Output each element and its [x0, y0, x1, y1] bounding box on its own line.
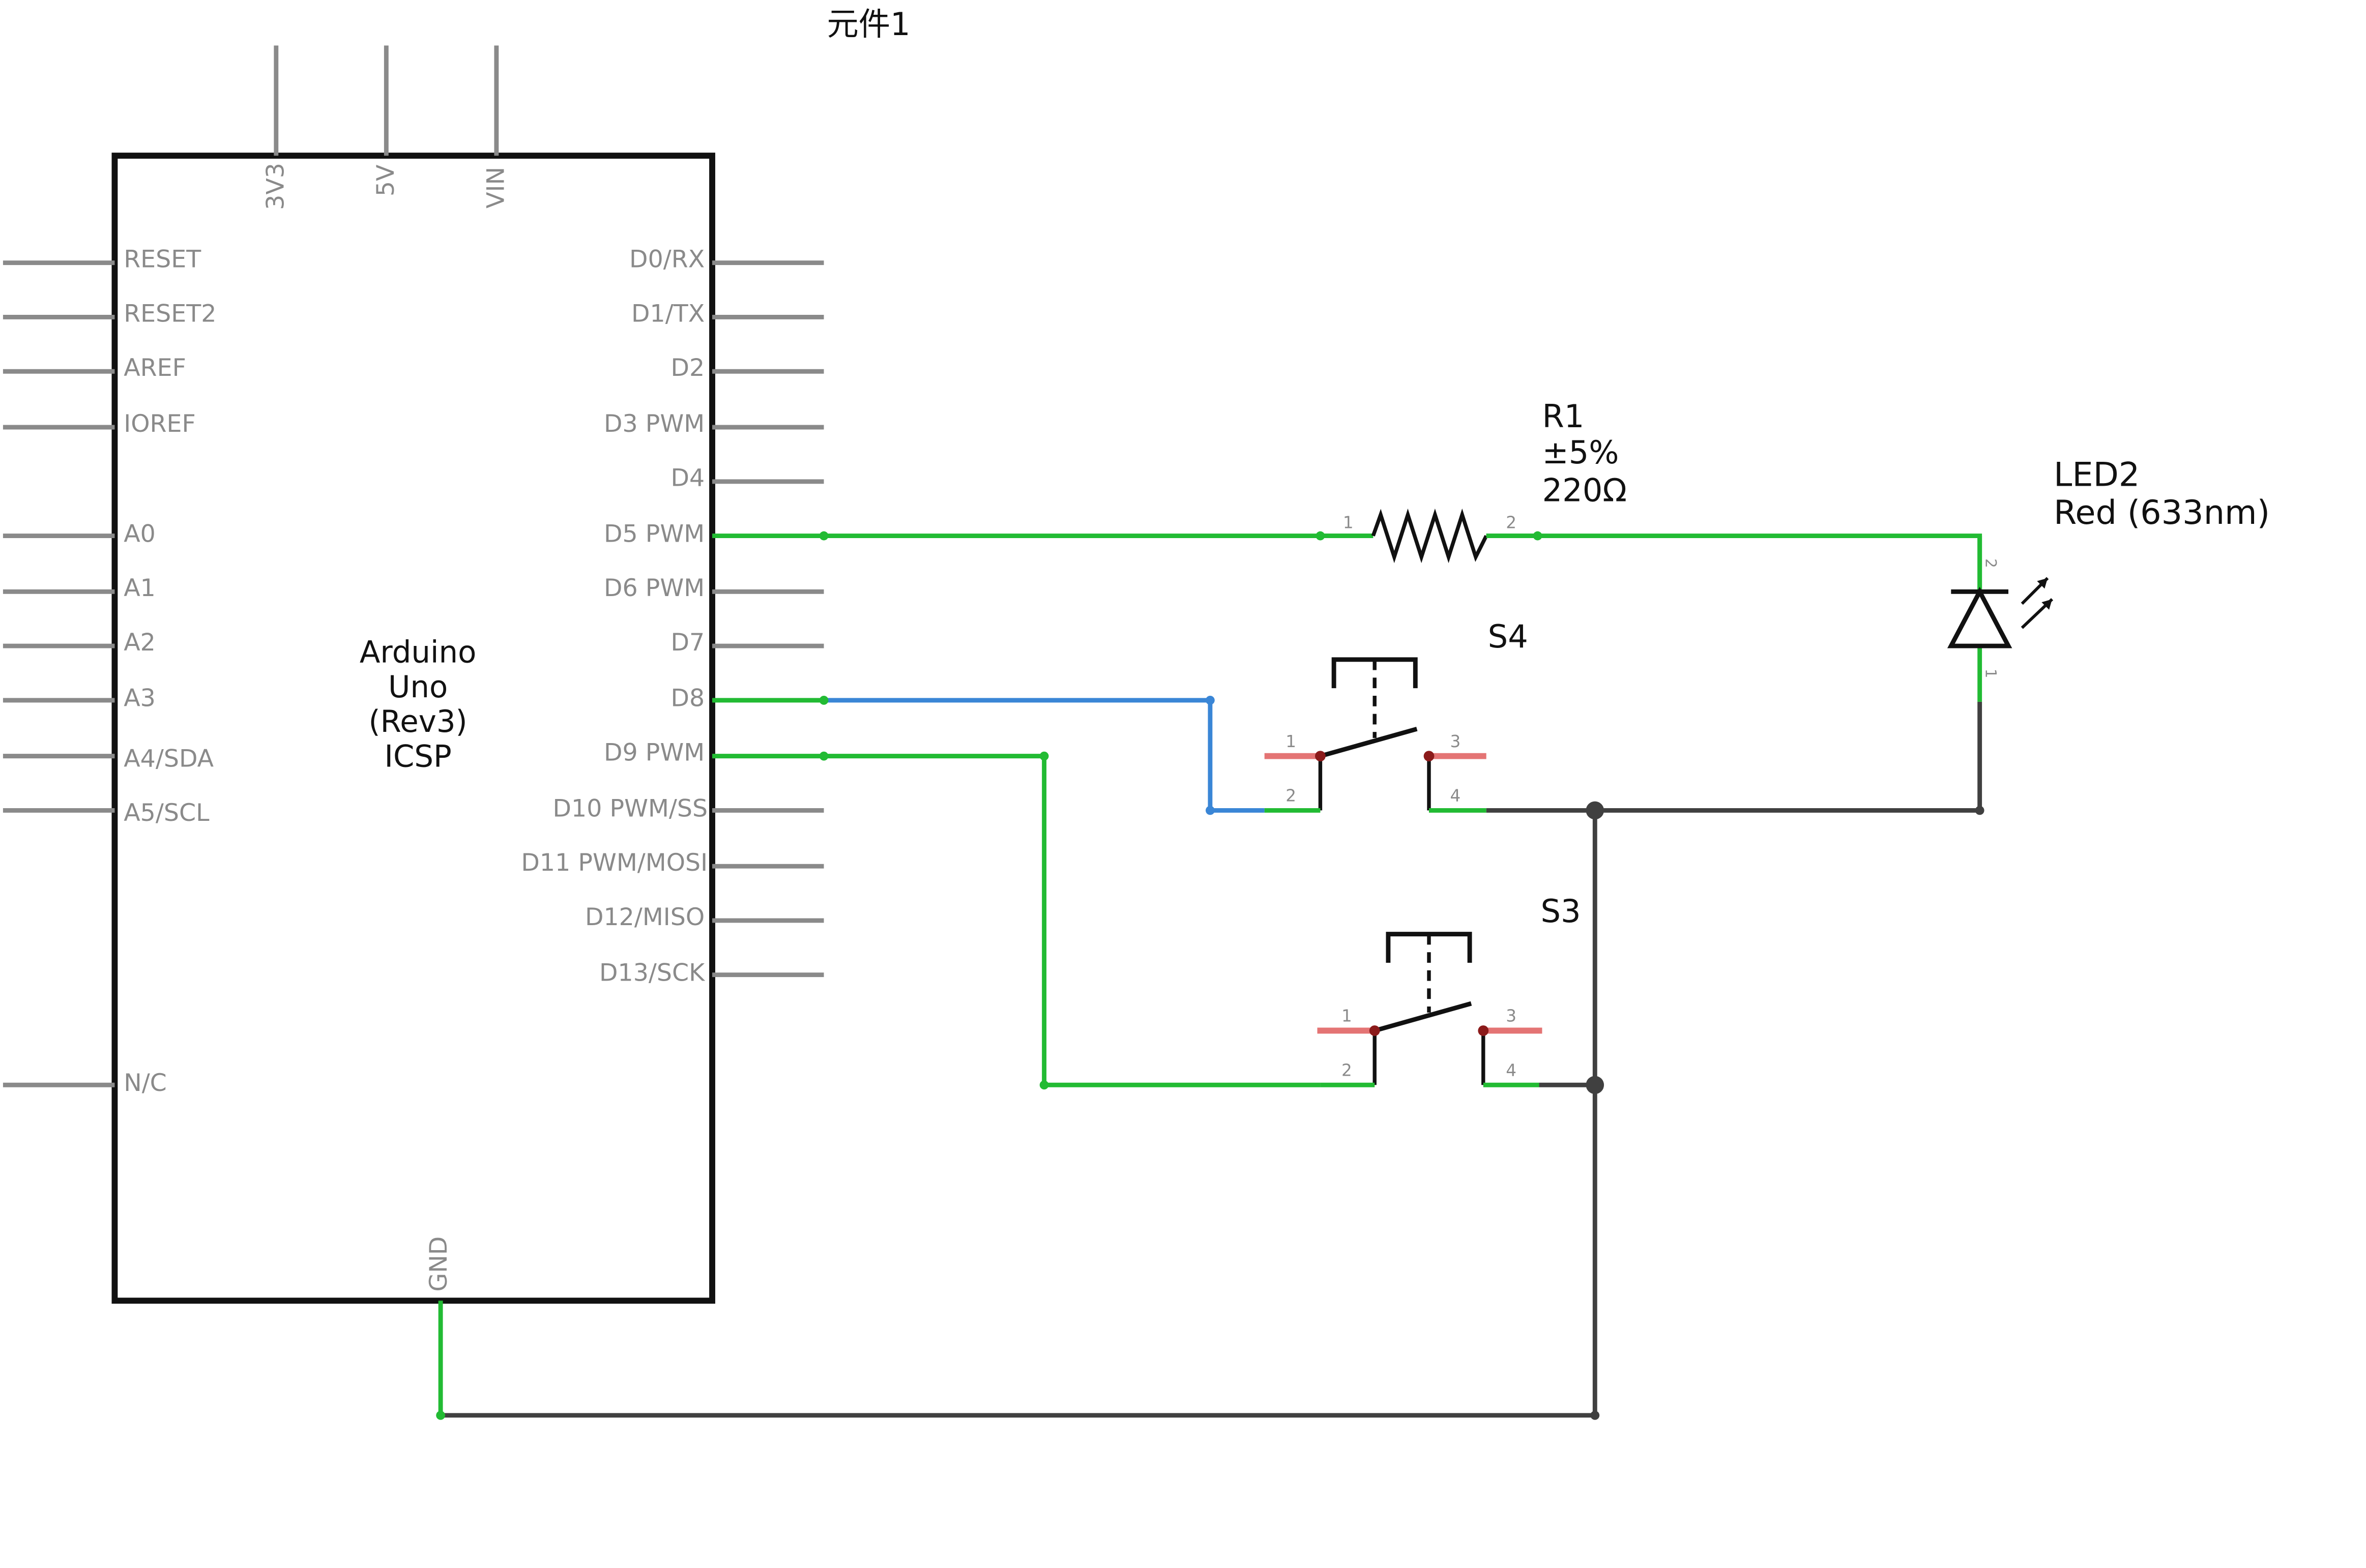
wire-d9-s3[interactable]: [712, 751, 1321, 1090]
sheet-header-label: 元件1: [827, 6, 910, 43]
junction-gnd-mid: [1586, 1076, 1604, 1094]
pin-label-reset: RESET: [124, 246, 201, 274]
arduino-top-pins: 3V3 5V VIN: [262, 45, 510, 210]
pin-label-d12-miso: D12/MISO: [585, 903, 705, 931]
arduino-name-line-2: Uno: [388, 669, 448, 704]
led-name: LED2: [2054, 456, 2140, 494]
wire-d5-r1[interactable]: [712, 531, 1374, 541]
switch-s4[interactable]: 1 2 3 4 S4: [1264, 618, 1528, 813]
arduino-name-line-4: ICSP: [384, 738, 451, 774]
pin-label-d0-rx: D0/RX: [629, 246, 705, 274]
pin-label-5v: 5V: [372, 164, 400, 196]
led-led2[interactable]: 2 1 LED2 Red (633nm): [1947, 456, 2270, 702]
pin-label-d11: D11 PWM/MOSI: [521, 849, 708, 877]
junction-gnd-top: [1586, 801, 1604, 820]
pin-label-d6-pwm: D6 PWM: [604, 574, 705, 602]
pin-label-d4: D4: [670, 464, 705, 492]
wire-gnd-net[interactable]: [436, 701, 1984, 1420]
s4-pin2-label: 2: [1286, 786, 1296, 806]
arduino-name: Arduino Uno (Rev3) ICSP: [360, 635, 477, 774]
arduino-left-pins: RESET RESET2 AREF IOREF A0 A1 A2 A3 A4/S…: [3, 246, 216, 1097]
pin-label-a3: A3: [124, 685, 156, 713]
pin-label-gnd: GND: [425, 1236, 453, 1292]
pin-label-a2: A2: [124, 629, 156, 657]
s4-name: S4: [1488, 618, 1528, 655]
pin-label-a0: A0: [124, 520, 156, 548]
pin-label-ioref: IOREF: [124, 410, 196, 438]
arduino-uno[interactable]: 3V3 5V VIN GND RESET RESET2 AREF IOREF: [3, 45, 824, 1304]
pin-label-d8: D8: [670, 685, 705, 713]
led-pin-cathode-label: 1: [1982, 669, 2000, 678]
s3-pin4-label: 4: [1506, 1060, 1516, 1080]
pin-label-d10: D10 PWM/SS: [553, 794, 708, 822]
resistor-name: R1: [1542, 398, 1584, 435]
pin-label-d9-pwm: D9 PWM: [604, 739, 705, 767]
switch-s3[interactable]: 1 2 3 4 S3: [1317, 893, 1581, 1087]
s3-name: S3: [1540, 893, 1581, 930]
s3-pin1-label: 1: [1341, 1007, 1352, 1026]
wire-d8-s4[interactable]: [712, 695, 1265, 815]
s3-pin2-label: 2: [1341, 1060, 1352, 1080]
s4-pin3-label: 3: [1450, 732, 1461, 751]
pin-label-vin: VIN: [482, 167, 510, 209]
s4-pin1-label: 1: [1286, 732, 1296, 751]
pin-label-d7: D7: [670, 629, 705, 657]
pin-label-reset2: RESET2: [124, 300, 216, 328]
arduino-name-line-1: Arduino: [360, 635, 477, 670]
arduino-name-line-3: (Rev3): [369, 704, 468, 739]
pin-label-d2: D2: [670, 354, 705, 382]
pin-label-a1: A1: [124, 574, 156, 602]
arduino-right-pins: D0/RX D1/TX D2 D3 PWM D4 D5 PWM D6 PWM D…: [521, 246, 824, 987]
pin-label-d3-pwm: D3 PWM: [604, 410, 705, 438]
pin-label-nc: N/C: [124, 1069, 167, 1097]
pin-label-d1-tx: D1/TX: [631, 300, 705, 328]
resistor-tolerance: ±5%: [1542, 434, 1619, 471]
pin-label-d5-pwm: D5 PWM: [604, 520, 705, 548]
pin-label-d13-sck: D13/SCK: [599, 959, 706, 987]
arduino-body[interactable]: [111, 153, 715, 1304]
led-color-label: Red (633nm): [2054, 493, 2270, 532]
led-pin-anode-label: 2: [1982, 558, 2000, 568]
pin-label-3v3: 3V3: [262, 163, 290, 210]
s4-pin4-label: 4: [1450, 786, 1461, 806]
resistor-value: 220Ω: [1542, 471, 1626, 509]
resistor-pin1-label: 1: [1343, 513, 1354, 532]
resistor-pin2-label: 2: [1506, 513, 1516, 532]
pin-label-aref: AREF: [124, 354, 186, 382]
pin-label-a5-scl: A5/SCL: [124, 799, 210, 827]
resistor-r1[interactable]: 1 2 R1 ±5% 220Ω: [1320, 398, 1627, 564]
s3-pin3-label: 3: [1506, 1007, 1516, 1026]
wire-r1-led[interactable]: [1486, 531, 1982, 592]
pin-label-a4-sda: A4/SDA: [124, 745, 214, 773]
